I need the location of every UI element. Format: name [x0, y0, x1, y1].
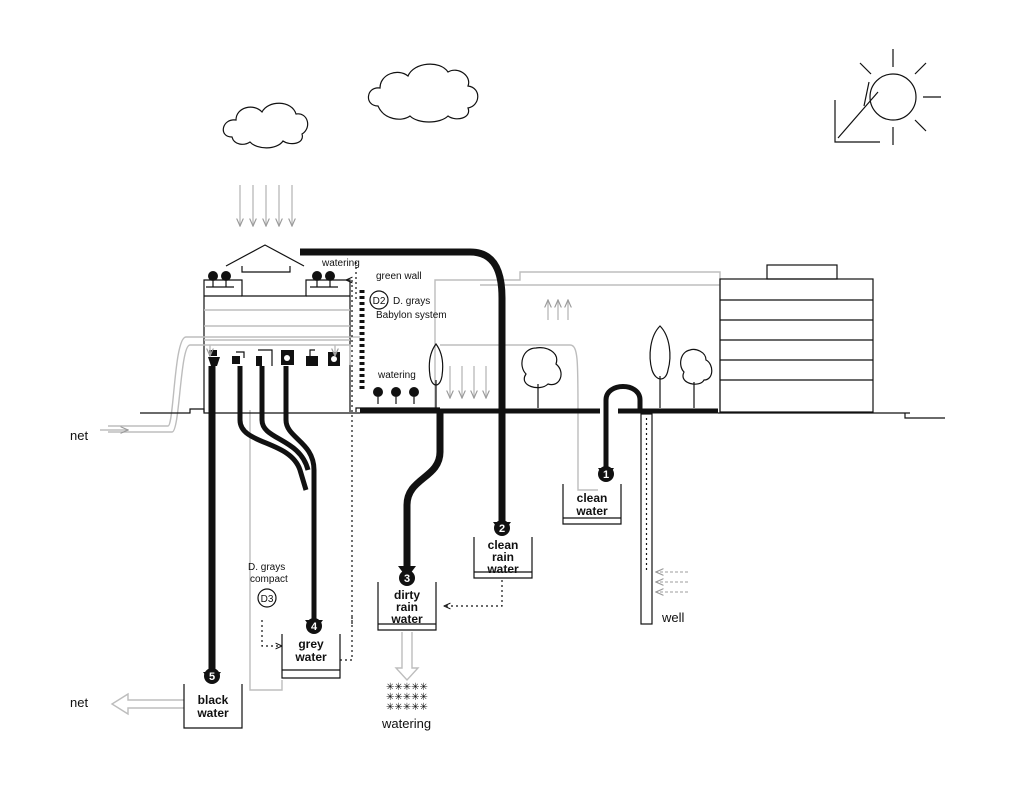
svg-text:D2: D2: [373, 296, 386, 307]
d2-badge: D2: [369, 290, 389, 310]
svg-text:black: black: [198, 693, 229, 707]
svg-text:water: water: [575, 504, 608, 518]
svg-text:2: 2: [499, 523, 505, 535]
sunlight-arrow-icon: [834, 81, 880, 143]
pipe-garden-to-dirty-rain: [403, 412, 444, 566]
outflow-watering-arrow: [394, 632, 420, 682]
net-in-label: net: [70, 428, 88, 443]
cloud-icon: [222, 102, 309, 149]
d2-description-line2: Babylon system: [376, 310, 447, 321]
svg-text:4: 4: [311, 621, 318, 633]
d3-badge: D3: [257, 588, 277, 608]
pipe-appliances-to-grey-water: [237, 366, 323, 632]
svg-text:5: 5: [209, 671, 215, 683]
svg-text:grey: grey: [298, 637, 324, 651]
watering-field-label: watering: [381, 716, 431, 731]
net-out-label: net: [70, 695, 88, 710]
pipe-well-to-clean-water: [603, 384, 643, 468]
svg-text:dirty: dirty: [394, 588, 420, 602]
svg-text:water: water: [294, 650, 327, 664]
rain-arrows: [240, 185, 292, 226]
svg-text:✳✳✳✳✳: ✳✳✳✳✳: [386, 692, 428, 703]
rain-arrows: [450, 366, 486, 398]
svg-text:clean: clean: [488, 538, 519, 552]
tank-clean-water: 1 clean water: [562, 466, 622, 525]
tree-icon: [680, 348, 713, 408]
tank-black-water: 5 black water: [183, 668, 243, 729]
tap-icon: [256, 349, 273, 366]
outflow-net-arrow: [110, 692, 184, 716]
tree-icon: [521, 347, 562, 408]
washing-machine-icon: [281, 350, 294, 365]
d3-description-line2: compact: [250, 574, 288, 585]
garden-wall: [355, 407, 440, 412]
plant-icon: [310, 271, 338, 288]
svg-text:clean: clean: [577, 491, 608, 505]
svg-text:1: 1: [603, 469, 609, 481]
plant-icon: ✳✳✳✳✳ ✳✳✳✳✳ ✳✳✳✳✳: [386, 682, 428, 713]
svg-text:water: water: [196, 706, 229, 720]
svg-text:✳✳✳✳✳: ✳✳✳✳✳: [386, 702, 428, 713]
dishwasher-icon: [328, 352, 340, 366]
sun-icon: [859, 49, 941, 145]
well-label: well: [661, 610, 685, 625]
tank-clean-rain-water: 2 clean rain water: [473, 520, 533, 579]
tank-grey-water: 4 grey water: [281, 618, 341, 679]
tree-icon: [428, 342, 444, 408]
tank-dirty-rain-water: 3 dirty rain water: [377, 570, 437, 631]
watering-roof-label: watering: [321, 258, 360, 269]
svg-text:rain: rain: [396, 600, 418, 614]
svg-text:water: water: [486, 562, 519, 576]
background-buildings: [434, 264, 874, 413]
plant-icon: [206, 271, 234, 288]
svg-text:3: 3: [404, 573, 410, 585]
svg-text:✳✳✳✳✳: ✳✳✳✳✳: [386, 682, 428, 693]
cloud-icon: [367, 63, 479, 123]
shower-icon: [232, 351, 245, 364]
watering-garden-label: watering: [377, 370, 416, 381]
grey-supply-pipes: [108, 336, 598, 691]
d2-description-line1: D. grays: [393, 296, 430, 307]
ground-line: [140, 408, 945, 419]
tree-icon: [649, 325, 671, 408]
svg-text:rain: rain: [492, 550, 514, 564]
green-wall-label: green wall: [376, 271, 422, 282]
well-shaft: [640, 413, 688, 625]
house-structure: [203, 244, 351, 412]
kitchen-sink-icon: [306, 349, 318, 366]
d3-description-line1: D. grays: [248, 562, 285, 573]
grey-recirculation-dotted: [261, 262, 503, 661]
svg-text:water: water: [390, 612, 423, 626]
pipe-roof-to-clean-rain: [300, 248, 506, 522]
plant-icon: [373, 387, 419, 404]
svg-text:D3: D3: [261, 594, 274, 605]
